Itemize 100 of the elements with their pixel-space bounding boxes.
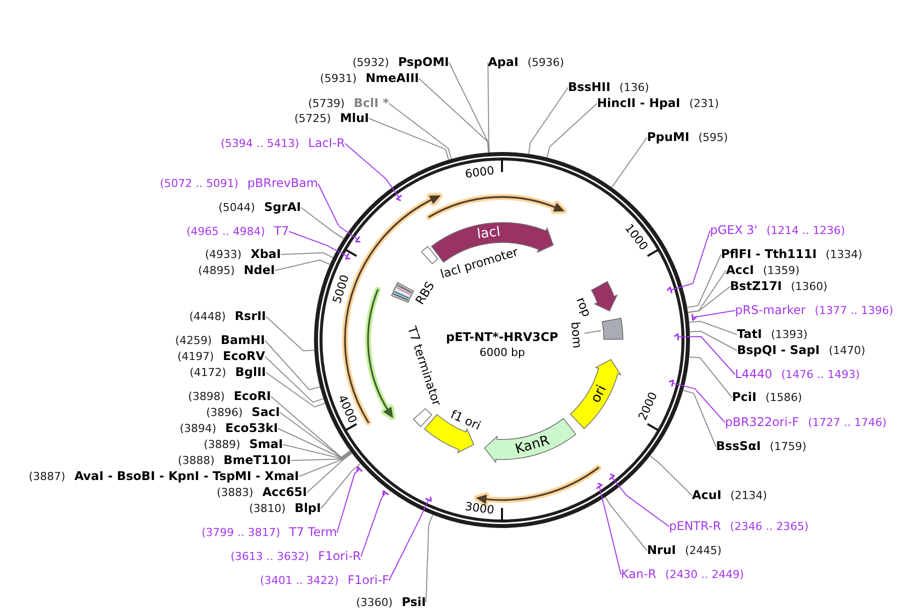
site-position: (3894) bbox=[180, 421, 216, 437]
enzyme-name: BssSαI bbox=[716, 438, 761, 454]
leader-line bbox=[264, 340, 320, 390]
scale-label: 5000 bbox=[330, 273, 352, 306]
primer-range: (1214 .. 1236) bbox=[766, 223, 846, 239]
site-position: (4448) bbox=[189, 309, 226, 325]
leader-line bbox=[488, 62, 490, 153]
scale-label: 6000 bbox=[464, 164, 496, 182]
leader-line bbox=[288, 231, 350, 260]
scale-label: 4000 bbox=[335, 392, 360, 425]
enzyme-name: EcoRI bbox=[234, 388, 271, 404]
leader-line bbox=[278, 428, 352, 459]
site-position: (4197) bbox=[177, 349, 214, 365]
enzyme-name: TatI bbox=[737, 326, 762, 342]
enzyme-name: ApaI bbox=[488, 54, 518, 70]
site-position: (595) bbox=[698, 130, 728, 146]
enzyme-name: PspOMI bbox=[398, 54, 449, 70]
leader-line bbox=[674, 333, 736, 375]
enzyme-name: BmeT110I bbox=[224, 452, 291, 468]
enzyme-name: BlpI bbox=[294, 500, 321, 516]
site-position: (3810) bbox=[249, 501, 286, 517]
enzyme-name: BstZ17I bbox=[730, 278, 782, 294]
feature-label: ori bbox=[588, 382, 610, 405]
primer-range: (2346 .. 2365) bbox=[730, 519, 809, 535]
feature-label: bom bbox=[568, 321, 585, 349]
enzyme-name: AccI bbox=[726, 262, 754, 278]
site-position: (1360) bbox=[790, 279, 828, 295]
leader-line bbox=[689, 330, 738, 351]
leader-line bbox=[692, 310, 736, 321]
leader-line bbox=[688, 286, 730, 313]
leader-line bbox=[336, 466, 362, 533]
primer-range: (3613 .. 3632) bbox=[230, 549, 310, 565]
enzyme-name: AcuI bbox=[692, 487, 722, 503]
leader-line bbox=[611, 137, 648, 188]
feature-label: KanR bbox=[513, 433, 551, 456]
enzyme-name: EcoRV bbox=[222, 348, 265, 364]
leader-line bbox=[270, 396, 351, 458]
feature-label: lacI bbox=[476, 224, 502, 242]
primer-range: (1476 .. 1493) bbox=[781, 367, 860, 383]
leader-line bbox=[688, 356, 732, 398]
plasmid-name: pET-NT*-HRV3CP bbox=[446, 330, 558, 344]
leader-line bbox=[666, 230, 710, 294]
enzyme-name: SmaI bbox=[249, 436, 283, 452]
primer-name: pENTR-R bbox=[669, 518, 722, 534]
primer-range: (4965 .. 4984) bbox=[186, 224, 266, 240]
enzyme-name: BssHII bbox=[568, 79, 610, 95]
site-position: (5936) bbox=[527, 55, 564, 71]
enzyme-name: BamHI bbox=[220, 332, 265, 348]
site-position: (5931) bbox=[320, 71, 357, 87]
leader-line bbox=[528, 87, 568, 154]
site-position: (4895) bbox=[198, 263, 235, 279]
site-position: (5725) bbox=[294, 111, 331, 127]
primer-name: pBR322ori-F bbox=[725, 414, 799, 430]
primer-name: pRS-marker bbox=[735, 302, 806, 318]
primer-range: (1377 .. 1396) bbox=[814, 303, 894, 319]
enzyme-name: PciI bbox=[732, 389, 756, 405]
leader-line bbox=[318, 183, 361, 243]
site-position: (3889) bbox=[204, 437, 240, 453]
leader-line bbox=[320, 463, 361, 509]
enzyme-name: BglII bbox=[235, 364, 266, 380]
enzyme-name: XbaI bbox=[250, 246, 281, 262]
enzyme-name: MluI bbox=[340, 110, 369, 126]
site-position: (1359) bbox=[762, 263, 800, 279]
leader-line bbox=[650, 455, 692, 496]
leader-line bbox=[274, 259, 330, 271]
leader-line bbox=[418, 78, 489, 153]
site-position: (4172) bbox=[190, 365, 226, 381]
primer-name: T7 bbox=[274, 223, 289, 239]
site-position: (5044) bbox=[218, 200, 256, 216]
site-position: (1586) bbox=[766, 390, 802, 406]
leader-line bbox=[682, 390, 716, 447]
enzyme-name: NmeAIII bbox=[366, 70, 419, 86]
leader-line bbox=[300, 207, 344, 240]
enzyme-name: SacI bbox=[252, 404, 280, 420]
scale-label: 2000 bbox=[635, 390, 660, 423]
site-position: (1393) bbox=[770, 327, 808, 343]
primer-name: Kan-R bbox=[621, 566, 656, 582]
leader-line bbox=[344, 143, 402, 202]
leader-line bbox=[604, 496, 648, 551]
site-position: (3898) bbox=[188, 389, 225, 405]
site-position: (3896) bbox=[206, 405, 243, 421]
leader-line bbox=[266, 372, 326, 408]
enzyme-name: AvaI - BsoBI - KpnI - TspMI - XmaI bbox=[74, 468, 299, 484]
site-position: (3887) bbox=[28, 469, 66, 485]
site-position: (1470) bbox=[828, 343, 866, 359]
leader-line bbox=[280, 412, 351, 458]
leader-line bbox=[306, 452, 352, 493]
primer-name: pBRrevBam bbox=[247, 175, 318, 191]
primer-name: LacI-R bbox=[308, 135, 345, 151]
leader-line bbox=[426, 514, 434, 603]
leader-line bbox=[584, 330, 602, 334]
site-position: (1759) bbox=[770, 439, 806, 455]
enzyme-name: RsrII bbox=[234, 308, 266, 324]
feature-label: f1 ori bbox=[448, 407, 484, 433]
enzyme-name: BclI * bbox=[354, 95, 389, 111]
leader-line bbox=[280, 252, 334, 258]
leader-line bbox=[264, 356, 324, 403]
primer-range: (5072 .. 5091) bbox=[160, 176, 238, 192]
site-position: (3360) bbox=[356, 595, 393, 611]
enzyme-name: NruI bbox=[647, 542, 676, 558]
